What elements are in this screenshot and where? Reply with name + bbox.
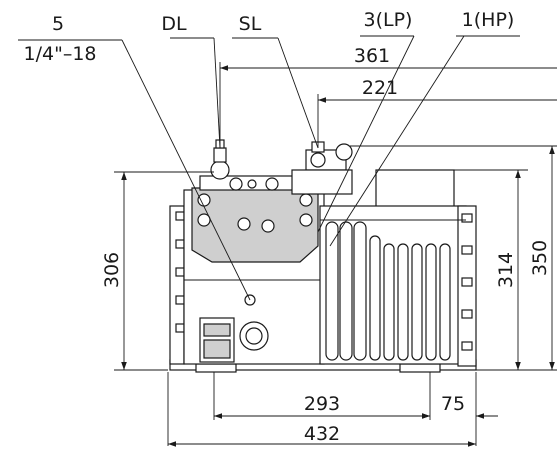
port-5-number: 5 — [52, 13, 64, 35]
dim-221: 221 — [362, 77, 398, 99]
compressor-body — [169, 139, 477, 373]
dim-306: 306 — [101, 252, 123, 288]
dim-314: 314 — [495, 252, 517, 288]
dim-350: 350 — [529, 240, 551, 276]
dimension-values: 361 221 306 314 350 293 75 432 — [101, 45, 551, 445]
label-hp: 1(HP) — [462, 9, 515, 31]
callout-labels: 5 1/4"–18 DL SL 3(LP) 1(HP) — [24, 9, 515, 65]
dimension-lines — [114, 62, 557, 447]
port-5-thread: 1/4"–18 — [24, 43, 97, 65]
leader-lines — [18, 35, 520, 301]
label-dl: DL — [161, 13, 187, 35]
label-lp: 3(LP) — [364, 9, 413, 31]
dim-432: 432 — [304, 423, 340, 445]
dim-75: 75 — [441, 393, 465, 415]
dim-361: 361 — [354, 45, 390, 67]
dim-293: 293 — [304, 393, 340, 415]
label-sl: SL — [239, 13, 262, 35]
motor-cooling-fins — [325, 221, 451, 361]
